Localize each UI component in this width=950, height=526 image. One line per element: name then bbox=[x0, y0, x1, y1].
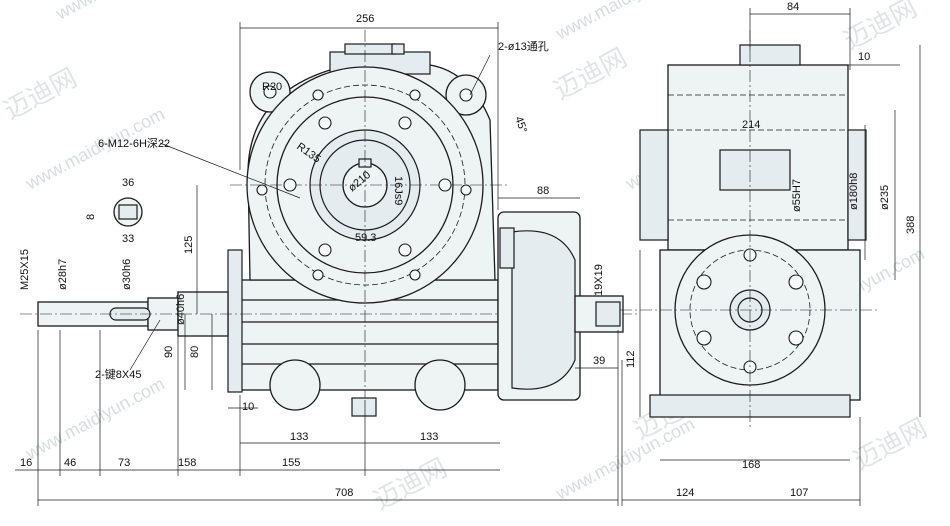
watermark-cn: 迈迪网 bbox=[549, 43, 632, 106]
watermark-cn: 迈迪网 bbox=[0, 63, 82, 126]
dim-bore-55: ø55H7 bbox=[791, 179, 803, 212]
dim-bore-180: ø180h8 bbox=[848, 173, 860, 210]
bolt-head bbox=[318, 116, 332, 130]
watermark-cn: 迈迪网 bbox=[369, 453, 452, 516]
side-top-cover bbox=[739, 44, 801, 66]
key-section-key bbox=[118, 204, 138, 220]
bolt-head bbox=[312, 89, 324, 101]
dimension-lines bbox=[15, 8, 921, 506]
watermark-text: www.maidiyun.com bbox=[22, 374, 168, 464]
bolt-head bbox=[312, 269, 324, 281]
dim-shaft-30: ø30h6 bbox=[121, 259, 133, 290]
output-key bbox=[595, 301, 621, 327]
fan-housing bbox=[511, 230, 576, 390]
fan-latch bbox=[499, 227, 515, 269]
vent-boss bbox=[344, 43, 396, 55]
dim-125: 125 bbox=[183, 236, 195, 254]
dim-shaft-40: ø40h6 bbox=[175, 294, 187, 325]
dim-side-168: 168 bbox=[742, 459, 760, 471]
dim-side-10: 10 bbox=[858, 51, 870, 63]
foot-left bbox=[269, 359, 321, 411]
lug-hole bbox=[263, 85, 277, 99]
dim-radius-20: R20 bbox=[262, 81, 282, 93]
dim-side-84: 84 bbox=[787, 1, 799, 13]
dim-key-33: 33 bbox=[122, 233, 134, 245]
vent-plug bbox=[391, 43, 405, 55]
side-view bbox=[620, 30, 880, 430]
bolt-head bbox=[283, 178, 297, 192]
dim-708: 708 bbox=[335, 487, 353, 499]
dim-46: 46 bbox=[64, 457, 76, 469]
dim-59-3: 59.3 bbox=[355, 232, 376, 244]
dim-thread-m25: M25X15 bbox=[19, 249, 31, 290]
watermark-cn: 迈迪网 bbox=[849, 413, 932, 476]
side-flange bbox=[227, 249, 243, 393]
dim-39: 39 bbox=[593, 355, 605, 367]
lug-hole bbox=[459, 88, 473, 102]
dim-key-36: 36 bbox=[122, 177, 134, 189]
side-window bbox=[719, 149, 791, 191]
dim-16: 16 bbox=[20, 457, 32, 469]
watermark-text: www.maidiyun.com bbox=[552, 0, 698, 44]
dim-through-holes: 2-ø13通孔 bbox=[498, 40, 549, 53]
dim-73: 73 bbox=[118, 457, 130, 469]
bolt-head bbox=[409, 269, 421, 281]
dim-bore-235: ø235 bbox=[879, 185, 891, 210]
side-bolt-head bbox=[696, 274, 712, 290]
bolt-head bbox=[318, 243, 332, 257]
side-left-boss bbox=[639, 129, 669, 241]
dim-keyway-16: 16Js9 bbox=[392, 176, 404, 205]
dim-side-107: 107 bbox=[790, 487, 808, 499]
dim-158: 158 bbox=[178, 457, 196, 469]
dim-side-388: 388 bbox=[905, 216, 917, 234]
side-right-boss bbox=[847, 129, 867, 241]
bolt-head bbox=[398, 243, 412, 257]
foot-right bbox=[414, 359, 466, 411]
dim-90: 90 bbox=[163, 346, 175, 358]
bolt-head bbox=[409, 89, 421, 101]
dim-side-214: 214 bbox=[742, 119, 760, 131]
drain-plug bbox=[351, 397, 377, 417]
dim-80: 80 bbox=[189, 346, 201, 358]
dim-top-width: 256 bbox=[356, 13, 374, 25]
dim-key-19x19: 19X19 bbox=[593, 264, 605, 296]
watermark-text: www.maidiyun.com bbox=[52, 0, 198, 24]
watermark-cn: 迈迪网 bbox=[839, 0, 922, 56]
dim-side-124: 124 bbox=[676, 487, 694, 499]
dim-133-left: 133 bbox=[290, 431, 308, 443]
dim-keys-2: 2-键8X45 bbox=[95, 367, 141, 381]
dim-tapped-holes: 6-M12-6H深22 bbox=[98, 137, 170, 150]
bolt-head bbox=[398, 116, 412, 130]
front-view bbox=[20, 30, 640, 417]
side-bolt-head bbox=[788, 274, 804, 290]
dim-155: 155 bbox=[282, 457, 300, 469]
bolt-head bbox=[438, 178, 452, 192]
bolt-head bbox=[256, 184, 268, 196]
dim-10-left: 10 bbox=[242, 401, 254, 413]
dim-angle-45: 45° bbox=[512, 115, 529, 135]
dim-side-112: 112 bbox=[625, 350, 637, 368]
dim-88: 88 bbox=[537, 185, 549, 197]
dim-shaft-28: ø28h7 bbox=[57, 259, 69, 290]
side-bolt-head bbox=[696, 330, 712, 346]
dim-key-8: 8 bbox=[85, 214, 97, 220]
dim-133-right: 133 bbox=[420, 431, 438, 443]
bolt-head bbox=[460, 184, 472, 196]
side-bolt-head bbox=[788, 330, 804, 346]
